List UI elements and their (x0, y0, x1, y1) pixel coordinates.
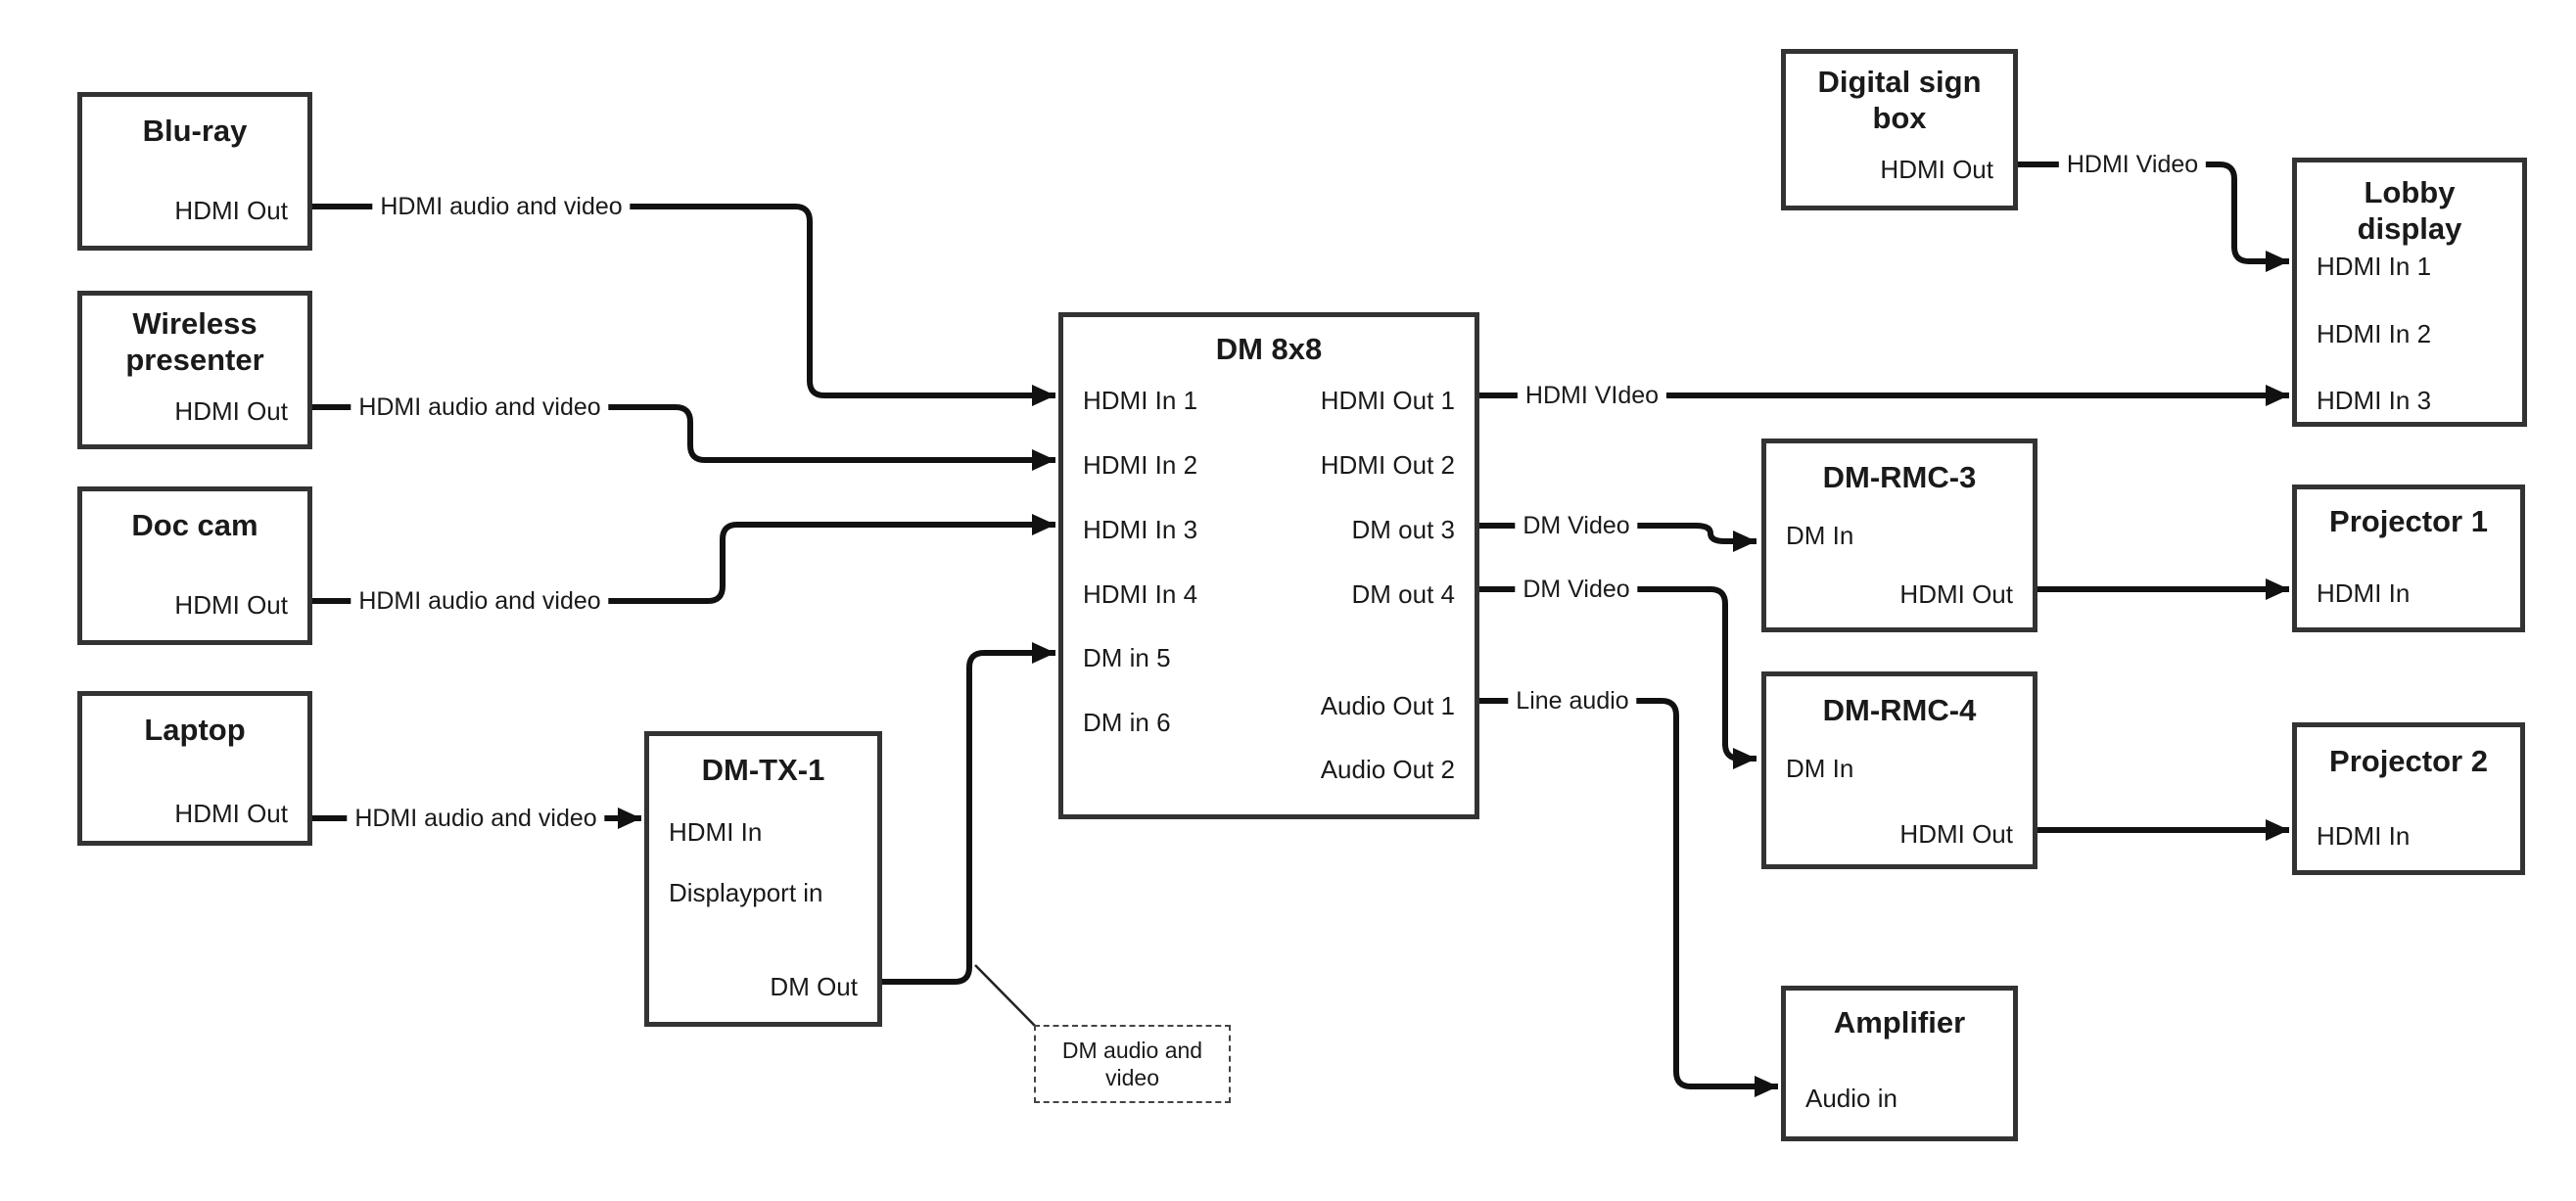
bluray-hdmi-out-port: HDMI Out (174, 196, 288, 225)
node-projector2: Projector 2 HDMI In (2292, 722, 2525, 875)
node-dmtx1: DM-TX-1 HDMI In Displayport in DM Out (644, 731, 882, 1027)
proj2-hdmi-in-port: HDMI In (2317, 821, 2411, 851)
doccam-title: Doc cam (131, 508, 258, 542)
wire-label-wireless: HDMI audio and video (351, 392, 609, 423)
wire-label-sign-hdmi-video: HDMI Video (2058, 149, 2207, 180)
note-text: DM audio and video (1061, 1038, 1203, 1090)
proj1-hdmi-in-port: HDMI In (2317, 578, 2411, 608)
dmrmc4-hdmi-out-port: HDMI Out (1899, 819, 2013, 849)
wire-digitalsign-to-lobby-in1 (2018, 162, 2289, 272)
amplifier-title: Amplifier (1833, 1005, 1966, 1039)
digitalsign-hdmi-out-port: HDMI Out (1880, 155, 1993, 184)
wire-label-doccam: HDMI audio and video (351, 585, 609, 617)
node-doccam: Doc cam HDMI Out (77, 486, 312, 645)
dm8x8-dm-out3-port: DM out 3 (1351, 515, 1456, 544)
node-dmrmc4: DM-RMC-4 DM In HDMI Out (1761, 671, 2037, 869)
proj2-title: Projector 2 (2329, 744, 2488, 778)
note-dm-audio-video: DM audio and video (1034, 1025, 1231, 1103)
wire-label-laptop: HDMI audio and video (347, 803, 605, 834)
node-digital-sign-box: Digital sign box HDMI Out (1781, 49, 2018, 210)
node-dmrmc3: DM-RMC-3 DM In HDMI Out (1761, 439, 2037, 632)
dmrmc4-dm-in-port: DM In (1786, 754, 1854, 783)
wireless-title: Wireless presenter (125, 306, 264, 377)
lobby-hdmi-in1-port: HDMI In 1 (2317, 252, 2432, 281)
doccam-hdmi-out-port: HDMI Out (174, 590, 288, 620)
dm8x8-audio-out1-port: Audio Out 1 (1320, 691, 1455, 720)
wire-dm8x8-out4-to-dmrmc4 (1479, 586, 1756, 769)
wire-doccam-to-dm8x8-in3 (312, 514, 1055, 604)
node-lobby-display: Lobby display HDMI In 1 HDMI In 2 HDMI I… (2292, 158, 2527, 427)
dm8x8-hdmi-in4-port: HDMI In 4 (1083, 579, 1198, 609)
node-projector1: Projector 1 HDMI In (2292, 485, 2525, 632)
dm8x8-hdmi-out2-port: HDMI Out 2 (1320, 450, 1455, 480)
dm8x8-dm-in6-port: DM in 6 (1083, 708, 1171, 737)
wire-label-dm-video-out4: DM Video (1515, 574, 1638, 605)
dmrmc3-dm-in-port: DM In (1786, 521, 1854, 550)
dm8x8-dm-in5-port: DM in 5 (1083, 643, 1171, 672)
dm8x8-hdmi-out1-port: HDMI Out 1 (1320, 386, 1455, 415)
dmtx1-title: DM-TX-1 (701, 753, 825, 787)
dm8x8-hdmi-in2-port: HDMI In 2 (1083, 450, 1198, 480)
dmtx1-dm-out-port: DM Out (770, 972, 858, 1001)
wire-label-bluray: HDMI audio and video (372, 191, 631, 222)
proj1-title: Projector 1 (2329, 504, 2488, 538)
wire-dmtx1-dmout-to-dm8x8-in5 (882, 642, 1055, 985)
wire-label-dm-video-out3: DM Video (1515, 510, 1638, 541)
wire-bluray-to-dm8x8-in1 (312, 204, 1055, 406)
wireless-hdmi-out-port: HDMI Out (174, 396, 288, 426)
node-dm8x8: DM 8x8 HDMI In 1 HDMI In 2 HDMI In 3 HDM… (1058, 312, 1479, 819)
amplifier-audio-in-port: Audio in (1805, 1084, 1897, 1113)
lobby-hdmi-in3-port: HDMI In 3 (2317, 386, 2432, 415)
dm8x8-audio-out2-port: Audio Out 2 (1320, 755, 1455, 784)
lobby-hdmi-in2-port: HDMI In 2 (2317, 319, 2432, 348)
wire-dm8x8-audio1-to-amplifier (1479, 698, 1778, 1097)
dmrmc3-title: DM-RMC-3 (1822, 460, 1977, 494)
node-bluray: Blu-ray HDMI Out (77, 92, 312, 251)
dm8x8-dm-out4-port: DM out 4 (1351, 579, 1456, 609)
node-laptop: Laptop HDMI Out (77, 691, 312, 846)
node-amplifier: Amplifier Audio in (1781, 986, 2018, 1141)
wire-label-hdmi-video-out1: HDMI VIdeo (1517, 380, 1667, 411)
wire-wireless-to-dm8x8-in2 (312, 404, 1055, 471)
dm8x8-hdmi-in3-port: HDMI In 3 (1083, 515, 1198, 544)
dmrmc4-title: DM-RMC-4 (1822, 693, 1977, 727)
wire-dm8x8-out3-to-dmrmc3 (1479, 523, 1756, 552)
dmtx1-displayport-in-port: Displayport in (669, 878, 823, 907)
digitalsign-title: Digital sign box (1817, 65, 1982, 135)
dm8x8-title: DM 8x8 (1215, 332, 1323, 366)
wire-label-line-audio: Line audio (1508, 685, 1637, 716)
dmrmc3-hdmi-out-port: HDMI Out (1899, 579, 2013, 609)
bluray-title: Blu-ray (142, 114, 248, 148)
note-leader-line (974, 964, 1036, 1027)
dmtx1-hdmi-in-port: HDMI In (669, 817, 763, 847)
laptop-hdmi-out-port: HDMI Out (174, 799, 288, 828)
laptop-title: Laptop (144, 713, 246, 747)
dm8x8-hdmi-in1-port: HDMI In 1 (1083, 386, 1198, 415)
node-wireless-presenter: Wireless presenter HDMI Out (77, 291, 312, 449)
lobby-title: Lobby display (2357, 175, 2462, 246)
